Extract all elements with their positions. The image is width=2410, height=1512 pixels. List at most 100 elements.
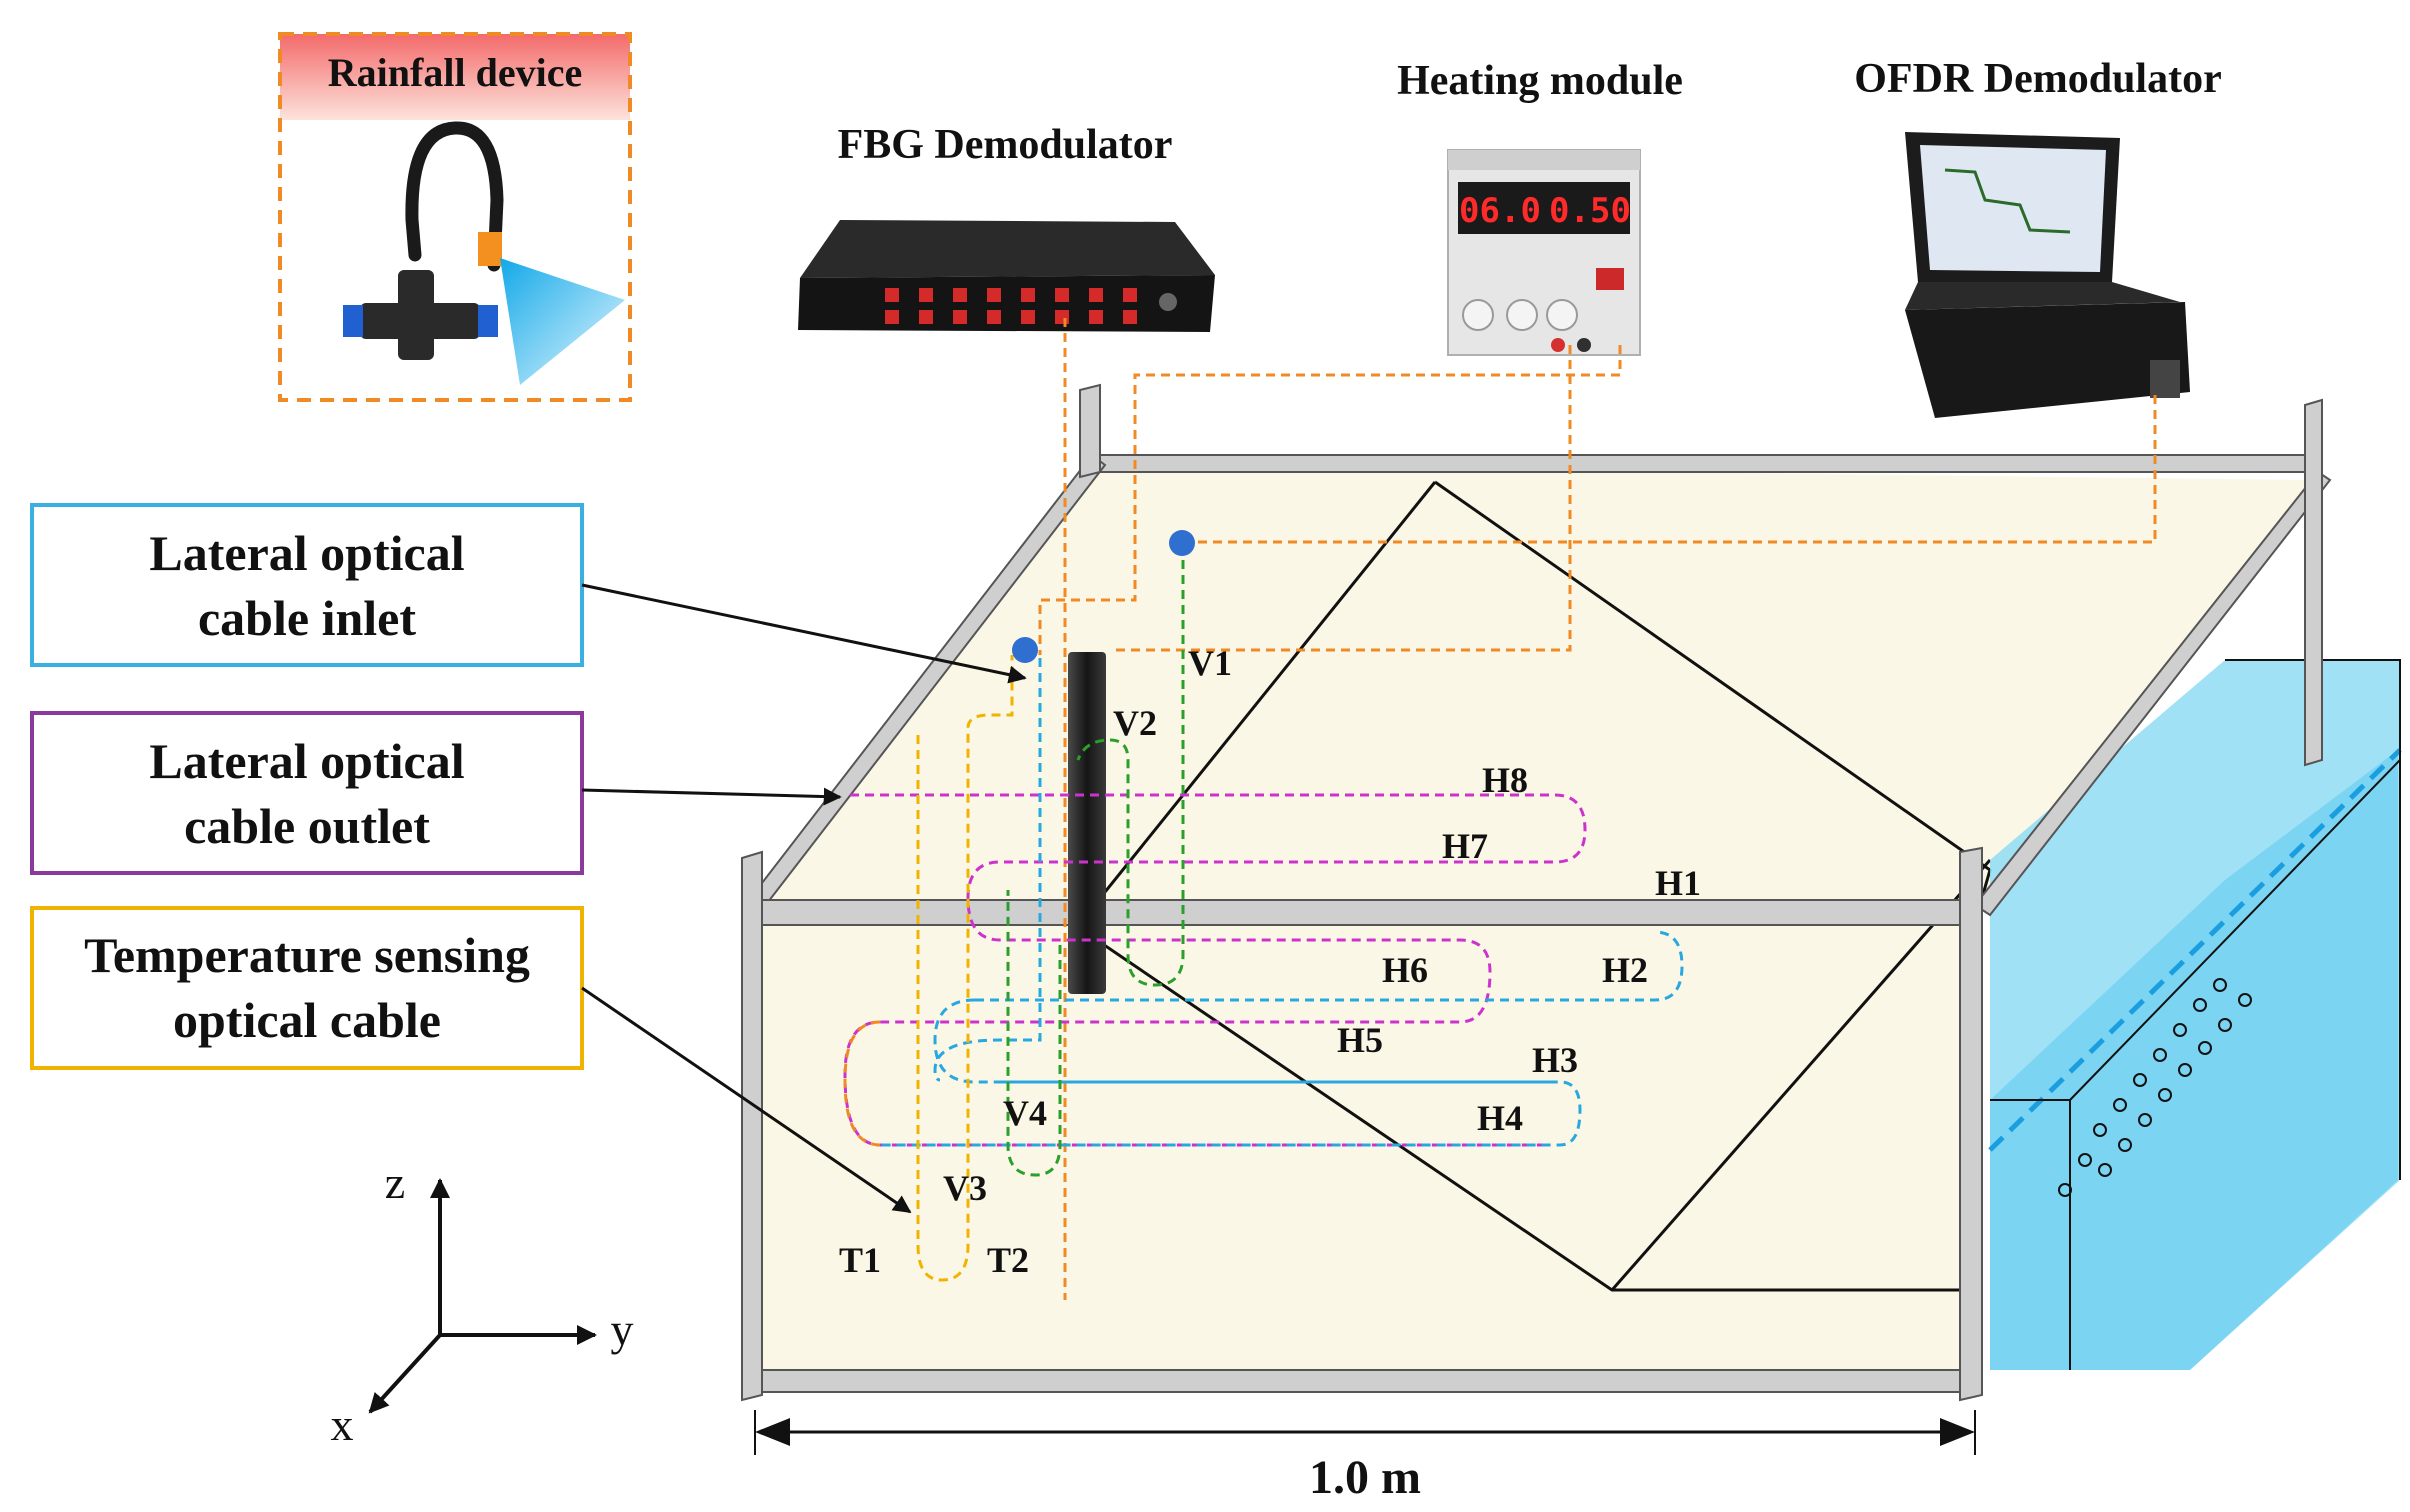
fbg-port — [1055, 310, 1069, 324]
fbg-port — [1089, 310, 1103, 324]
drain-hole — [2173, 1023, 2187, 1037]
callout-outlet-line1: Lateral optical — [149, 733, 464, 789]
label-t2: T2 — [987, 1240, 1029, 1280]
back-rail — [1091, 454, 2321, 473]
heating-return-link — [1038, 345, 1622, 655]
heating-title: Heating module — [1397, 58, 1683, 104]
power-supply-top — [1448, 150, 1640, 170]
label-v3: V3 — [943, 1168, 987, 1208]
fitting-cap-left — [343, 305, 363, 337]
outlet-cable — [843, 793, 1587, 1147]
drain-hole — [2138, 1113, 2152, 1127]
water-body — [1990, 750, 2398, 1370]
callout-temperature: Temperature sensing optical cable — [30, 906, 584, 1070]
callout-inlet-box — [30, 503, 584, 667]
fbg-port — [1021, 288, 1035, 302]
dimension-label: 1.0 m — [1309, 1451, 1421, 1504]
drain-holes — [2058, 978, 2252, 1197]
terminal-black — [1577, 338, 1591, 352]
knob-icon — [1546, 299, 1578, 331]
spray-icon — [500, 258, 625, 385]
z-axis-label: z — [385, 1157, 405, 1208]
rainfall-dashed-border — [278, 32, 632, 402]
fbg-port — [953, 288, 967, 302]
callout-outlet: Lateral optical cable outlet — [30, 711, 584, 875]
arrow-outlet — [581, 787, 842, 806]
rainfall-device: Rainfall device — [278, 32, 632, 402]
drain-hole — [2218, 1018, 2232, 1032]
right-rail — [1973, 470, 2332, 917]
laptop-screen — [1920, 145, 2106, 272]
power-supply-display — [1458, 182, 1630, 234]
label-h6: H6 — [1382, 950, 1428, 990]
drain-hole — [2193, 998, 2207, 1012]
drain-hole — [2153, 1048, 2167, 1062]
label-h7: H7 — [1442, 826, 1488, 866]
coordinate-axes: z y x — [331, 1157, 634, 1450]
water-level-line — [1988, 748, 2402, 1152]
fbg-port — [885, 288, 899, 302]
fitting-cap-right — [478, 305, 498, 337]
fbg-power-knob — [1159, 293, 1177, 311]
drain-hole — [2113, 1098, 2127, 1112]
fbg-top — [800, 220, 1215, 278]
drain-hole — [2213, 978, 2227, 992]
fbg-port — [1089, 288, 1103, 302]
x-axis-label: x — [331, 1399, 354, 1450]
orange-loop — [843, 1020, 881, 1147]
label-v1: V1 — [1188, 643, 1232, 683]
label-v2: V2 — [1113, 703, 1157, 743]
heating-module: Heating module 06.0 0.50 — [1397, 58, 1683, 356]
dimension-arrow-right — [1940, 1418, 1975, 1446]
knob-icon — [1506, 299, 1538, 331]
drain-hole — [2118, 1138, 2132, 1152]
fbg-port — [919, 310, 933, 324]
fbg-front — [798, 275, 1215, 332]
fbg-port — [953, 310, 967, 324]
rainfall-title-band — [280, 34, 630, 120]
vertical-cable-v1 — [1076, 560, 1185, 987]
fiber-links — [1038, 318, 2157, 1300]
label-t1: T1 — [839, 1240, 881, 1280]
inlet-cable-drop — [933, 658, 1042, 1082]
knob-icon — [1462, 299, 1494, 331]
fbg-demodulator: FBG Demodulator — [798, 122, 1215, 332]
screen-trace — [1944, 168, 2071, 234]
callout-temperature-line1: Temperature sensing — [84, 927, 530, 983]
label-h8: H8 — [1482, 760, 1528, 800]
arrow-temperature — [581, 986, 912, 1214]
drain-hole — [2098, 1163, 2112, 1177]
cable-labels: V1 V2 V4 V3 T1 T2 H8 H7 H1 H6 H2 H5 H3 H… — [839, 643, 1701, 1280]
heating-rod — [1068, 652, 1106, 994]
vertical-cable-v4 — [1006, 890, 1062, 1177]
callout-outlet-line2: cable outlet — [184, 798, 430, 854]
fbg-port — [885, 310, 899, 324]
label-h5: H5 — [1337, 1020, 1383, 1060]
temperature-cable — [916, 655, 1014, 1282]
drain-hole — [2093, 1123, 2107, 1137]
callout-inlet: Lateral optical cable inlet — [30, 503, 584, 667]
voltage-readout: 06.0 — [1459, 191, 1541, 231]
fbg-title: FBG Demodulator — [838, 122, 1173, 168]
inlet-node — [1169, 530, 1195, 556]
front-top-rail — [754, 899, 1976, 926]
drain-hole — [2198, 1041, 2212, 1055]
fbg-port — [1055, 288, 1069, 302]
fbg-port — [919, 288, 933, 302]
fbg-port — [1021, 310, 1035, 324]
fbg-port — [987, 288, 1001, 302]
drain-hole — [2078, 1153, 2092, 1167]
dimension-arrow-left — [755, 1418, 790, 1446]
back-left-post — [1079, 383, 1101, 479]
ofdr-link — [1185, 395, 2157, 544]
front-soil-panel — [755, 905, 1980, 1390]
x-axis — [368, 1333, 442, 1414]
y-axis-label: y — [611, 1304, 634, 1355]
fbg-ports — [885, 288, 1137, 324]
drain-hole — [2158, 1088, 2172, 1102]
callout-outlet-box — [30, 711, 584, 875]
front-right-post — [1959, 846, 1983, 1402]
dimension-annotation: 1.0 m — [754, 1410, 1976, 1504]
current-readout: 0.50 — [1549, 191, 1631, 231]
label-h4: H4 — [1477, 1098, 1523, 1138]
